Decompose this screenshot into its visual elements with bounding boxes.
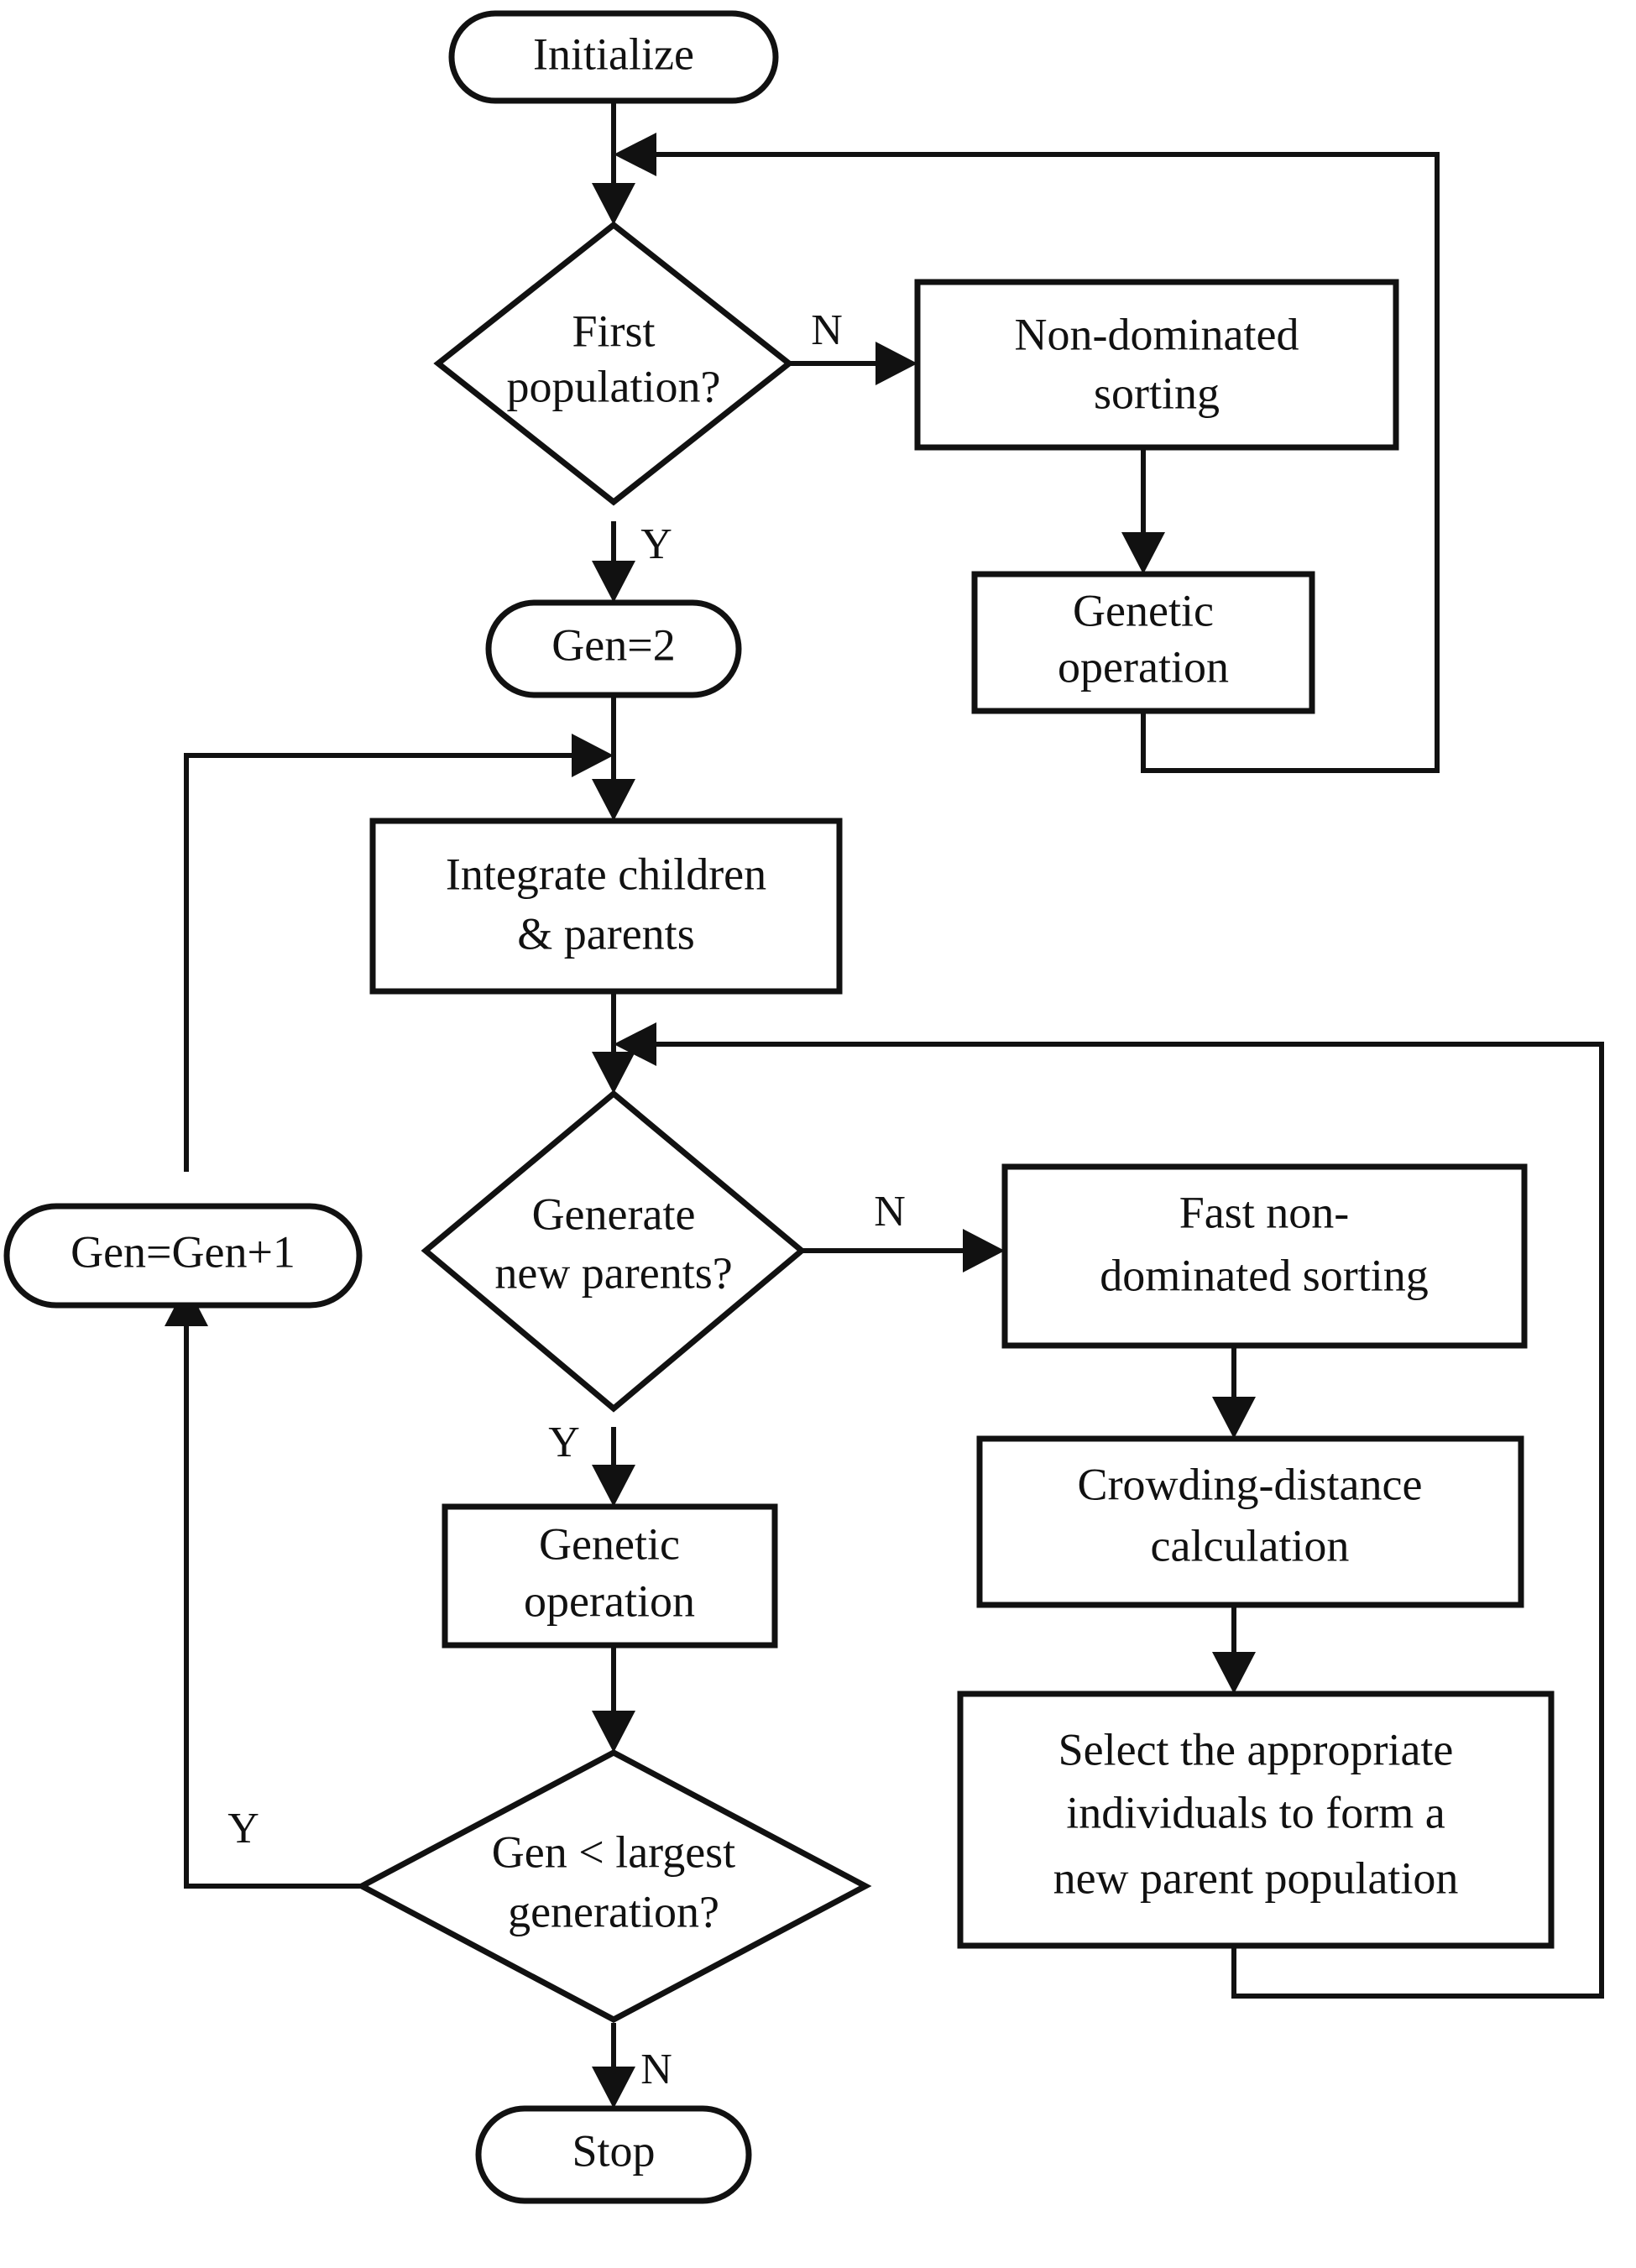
non-dominated-sorting-shape: [914, 279, 1399, 451]
edge-label-first-population-no: N: [811, 306, 843, 354]
arrowhead-to-genetic-top: [1121, 532, 1165, 574]
genetic-operation-top-label-line1: Genetic: [1073, 585, 1214, 635]
generate-new-parents-label-line1: Generate: [532, 1189, 696, 1239]
edge-label-gen-less-yes: Y: [227, 1805, 259, 1853]
integrate-shape: [369, 818, 843, 995]
generate-new-parents-shape: [421, 1090, 807, 1413]
gen-less-than-label-line1: Gen < largest: [492, 1826, 735, 1877]
arrowhead-to-select: [1212, 1652, 1256, 1694]
node-stop[interactable]: Stop: [475, 2105, 752, 2204]
gen-equals-2-label: Gen=2: [551, 619, 675, 670]
edge-label-generate-no: N: [874, 1188, 906, 1236]
edge-label-generate-yes: Y: [548, 1419, 580, 1466]
arrowhead-first-population-no: [875, 342, 917, 385]
generate-new-parents-label-line2: new parents?: [494, 1247, 732, 1298]
arrowhead-to-crowding: [1212, 1397, 1256, 1439]
integrate-label-line2: & parents: [517, 908, 694, 959]
select-individuals-label-line2: individuals to form a: [1066, 1787, 1445, 1837]
first-population-label-line1: First: [572, 306, 655, 356]
select-individuals-label-line3: new parent population: [1053, 1853, 1459, 1903]
edge-gen-increment-to-integrate-loop: [184, 753, 592, 1172]
arrowhead-top-feedback: [614, 133, 656, 176]
edge-select-individuals-feedback: [635, 1042, 1604, 1999]
arrowhead-left-loop-into-spine: [572, 734, 614, 777]
node-first-population[interactable]: First population?: [433, 221, 794, 506]
first-population-label-line2: population?: [507, 361, 721, 411]
stop-label: Stop: [572, 2125, 655, 2176]
genetic-operation-top-label-line2: operation: [1058, 641, 1229, 692]
arrowhead-generate-yes: [592, 1465, 635, 1507]
edge-label-first-population-yes: Y: [640, 520, 672, 568]
node-select-individuals[interactable]: Select the appropriate individuals to fo…: [957, 1691, 1555, 1949]
genetic-operation-top-shape: [971, 571, 1315, 714]
gen-less-than-label-line2: generation?: [508, 1886, 719, 1936]
fast-non-dominated-sorting-shape: [1001, 1163, 1528, 1349]
gen-increment-label: Gen=Gen+1: [71, 1226, 295, 1277]
node-crowding-distance[interactable]: Crowding-distance calculation: [976, 1435, 1524, 1608]
node-integrate[interactable]: Integrate children & parents: [369, 818, 843, 995]
node-initialize[interactable]: Initialize: [448, 10, 779, 104]
arrowhead-to-integrate: [592, 779, 635, 821]
crowding-distance-label-line1: Crowding-distance: [1078, 1459, 1423, 1509]
gen-less-than-shape: [355, 1749, 872, 2023]
node-generate-new-parents[interactable]: Generate new parents?: [421, 1090, 807, 1413]
arrowhead-to-first-population: [592, 183, 635, 225]
stop-shape: [475, 2105, 752, 2204]
arrowhead-first-population-yes: [592, 561, 635, 603]
node-gen-equals-2[interactable]: Gen=2: [485, 599, 742, 698]
select-individuals-label-line1: Select the appropriate: [1058, 1724, 1454, 1774]
node-gen-less-than[interactable]: Gen < largest generation?: [355, 1749, 872, 2023]
node-non-dominated-sorting[interactable]: Non-dominated sorting: [914, 279, 1399, 451]
fast-non-dominated-sorting-label-line1: Fast non-: [1179, 1187, 1350, 1237]
initialize-shape: [448, 10, 779, 104]
edge-genetic-operation-top-feedback: [635, 152, 1440, 773]
non-dominated-sorting-label-line1: Non-dominated: [1015, 309, 1299, 359]
gen-equals-2-shape: [485, 599, 742, 698]
node-genetic-operation-top[interactable]: Genetic operation: [971, 571, 1315, 714]
non-dominated-sorting-label-line2: sorting: [1094, 368, 1220, 418]
crowding-distance-label-line2: calculation: [1151, 1520, 1350, 1570]
edge-label-gen-less-no: N: [640, 2046, 672, 2093]
genetic-operation-mid-label-line1: Genetic: [539, 1518, 680, 1569]
arrowhead-generate-no: [963, 1229, 1005, 1272]
edge-gen-less-yes: [184, 1305, 362, 1889]
genetic-operation-mid-label-line2: operation: [524, 1576, 695, 1626]
arrowhead-to-gen-less: [592, 1711, 635, 1753]
gen-increment-shape: [3, 1203, 363, 1309]
fast-non-dominated-sorting-label-line2: dominated sorting: [1100, 1250, 1428, 1300]
arrowhead-to-generate-new-parents: [592, 1052, 635, 1094]
node-fast-non-dominated-sorting[interactable]: Fast non- dominated sorting: [1001, 1163, 1528, 1349]
node-genetic-operation-mid[interactable]: Genetic operation: [442, 1503, 778, 1649]
arrowhead-second-feedback: [614, 1022, 656, 1066]
arrowhead-to-stop: [592, 2067, 635, 2109]
node-gen-increment[interactable]: Gen=Gen+1: [3, 1203, 363, 1309]
select-individuals-shape: [957, 1691, 1555, 1949]
genetic-operation-mid-shape: [442, 1503, 778, 1649]
first-population-shape: [433, 221, 794, 506]
crowding-distance-shape: [976, 1435, 1524, 1608]
integrate-label-line1: Integrate children: [446, 849, 766, 899]
initialize-label: Initialize: [533, 29, 694, 79]
